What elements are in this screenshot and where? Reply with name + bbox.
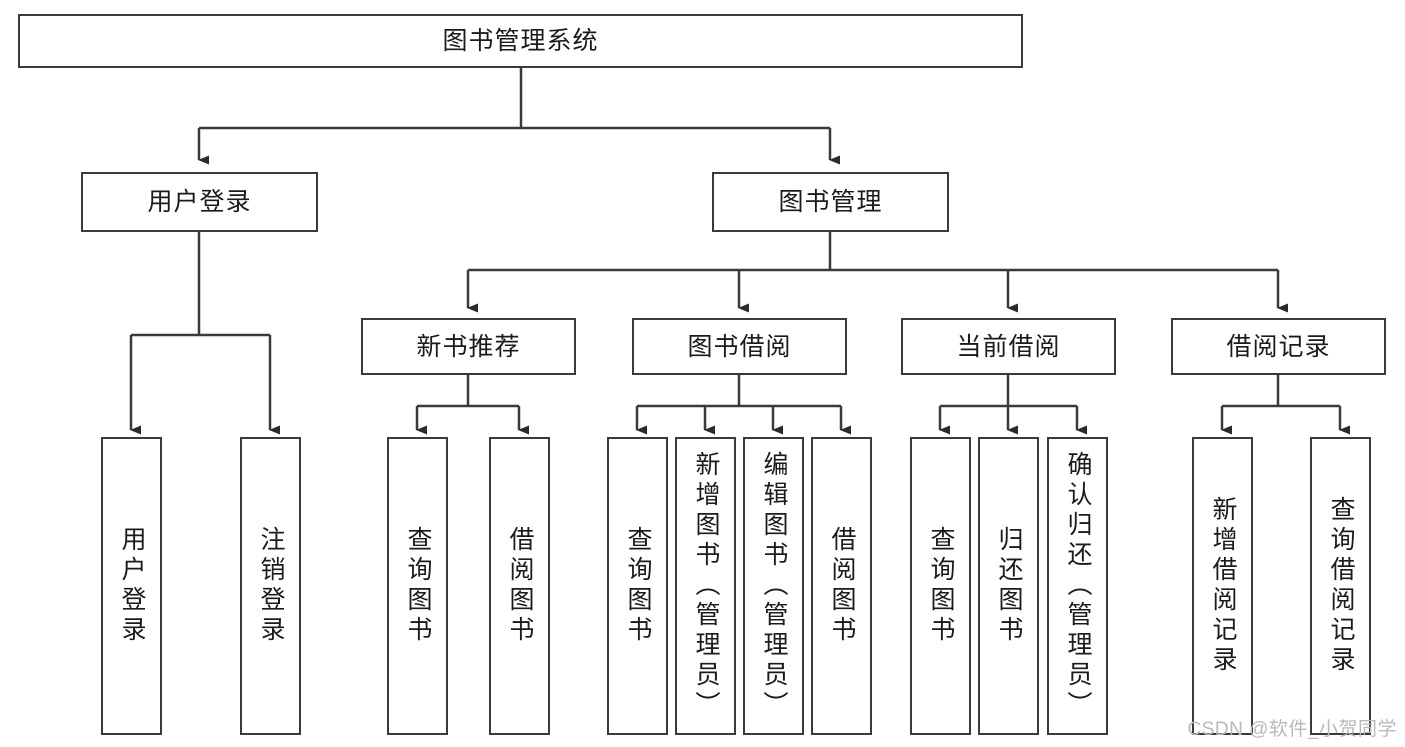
node-label: 当前借阅 (956, 332, 1061, 361)
node-label: 图书管理 (778, 188, 883, 216)
node-label: 新增借阅记录 (1209, 496, 1237, 676)
leaf-query-borrow-record[interactable]: 查询借阅记录 (1310, 437, 1371, 735)
node-label: 查询借阅记录 (1327, 496, 1355, 676)
node-book-borrow[interactable]: 图书借阅 (632, 318, 847, 375)
node-label: 新增图书（管理员） (692, 451, 720, 721)
node-label: 查询图书 (404, 526, 432, 646)
node-label: 查询图书 (624, 526, 652, 646)
node-label: 借阅记录 (1226, 332, 1331, 361)
leaf-add-borrow-record[interactable]: 新增借阅记录 (1192, 437, 1253, 735)
node-user-login[interactable]: 用户登录 (81, 172, 318, 232)
leaf-logout-login[interactable]: 注销登录 (240, 437, 301, 735)
node-label: 编辑图书（管理员） (760, 451, 788, 721)
node-label: 确认归还（管理员） (1064, 451, 1092, 721)
node-root-book-management-system[interactable]: 图书管理系统 (18, 14, 1023, 68)
node-label: 图书管理系统 (442, 27, 599, 55)
node-borrow-record[interactable]: 借阅记录 (1171, 318, 1386, 375)
node-label: 借阅图书 (828, 526, 856, 646)
watermark-text: CSDN @软件_小贺同学 (1187, 719, 1397, 740)
leaf-add-book-admin[interactable]: 新增图书（管理员） (675, 437, 736, 735)
node-new-book-recommendation[interactable]: 新书推荐 (361, 318, 576, 375)
node-label: 新书推荐 (416, 332, 521, 361)
node-label: 图书借阅 (687, 332, 792, 361)
leaf-borrow-book[interactable]: 借阅图书 (811, 437, 872, 735)
leaf-query-book-current[interactable]: 查询图书 (910, 437, 971, 735)
leaf-edit-book-admin[interactable]: 编辑图书（管理员） (743, 437, 804, 735)
node-label: 用户登录 (118, 526, 146, 646)
leaf-query-book-recommend[interactable]: 查询图书 (387, 437, 448, 735)
node-book-management[interactable]: 图书管理 (712, 172, 949, 232)
node-label: 归还图书 (995, 526, 1023, 646)
node-label: 用户登录 (147, 188, 252, 216)
node-current-borrow[interactable]: 当前借阅 (901, 318, 1116, 375)
leaf-user-login[interactable]: 用户登录 (101, 437, 162, 735)
node-label: 借阅图书 (506, 526, 534, 646)
node-label: 注销登录 (257, 526, 285, 646)
leaf-return-book[interactable]: 归还图书 (978, 437, 1039, 735)
leaf-borrow-book-recommend[interactable]: 借阅图书 (489, 437, 550, 735)
leaf-query-book-borrow[interactable]: 查询图书 (607, 437, 668, 735)
node-label: 查询图书 (927, 526, 955, 646)
leaf-confirm-return-admin[interactable]: 确认归还（管理员） (1047, 437, 1108, 735)
